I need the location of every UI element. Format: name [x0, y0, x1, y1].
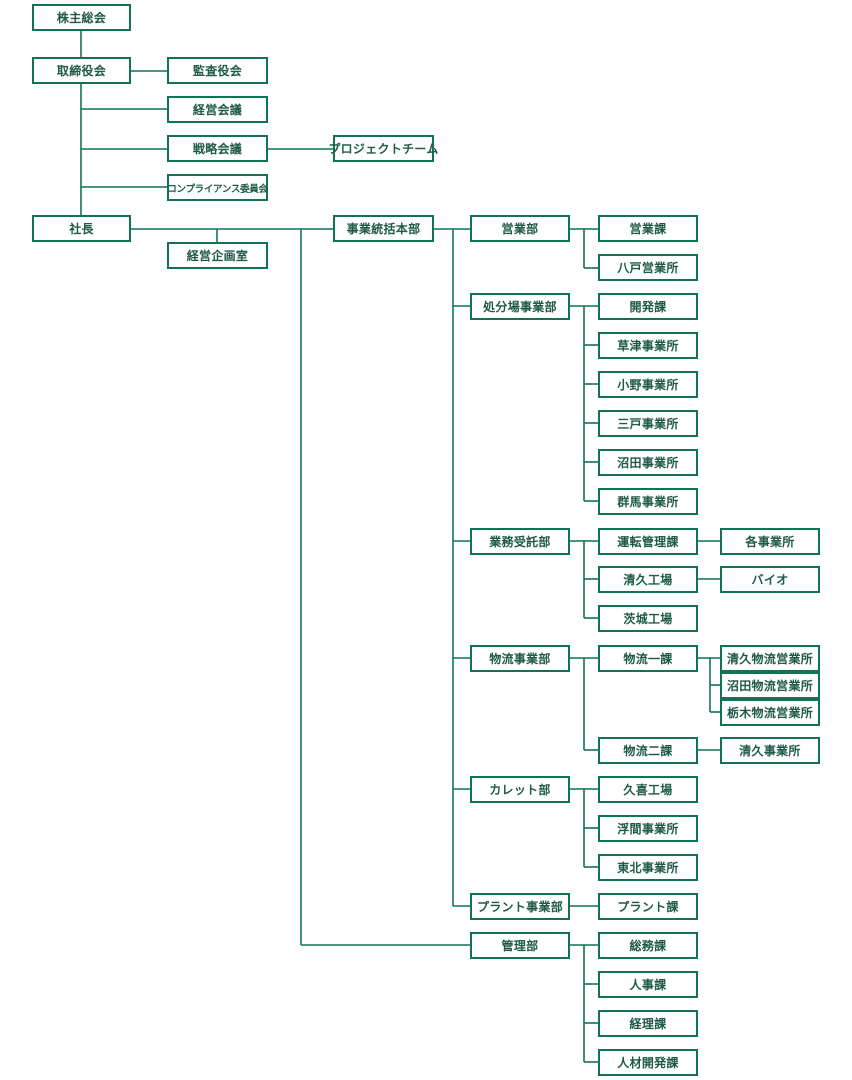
- general-affairs-box: 総務課: [598, 932, 698, 959]
- strategy-meeting-box: 戦略会議: [167, 135, 268, 162]
- each-office-box: 各事業所: [720, 528, 820, 555]
- tohoku-office-box: 東北事業所: [598, 854, 698, 881]
- kusatsu-box: 草津事業所: [598, 332, 698, 359]
- accounting-box: 経理課: [598, 1010, 698, 1037]
- logistics-1-box: 物流一課: [598, 645, 698, 672]
- auditors-box: 監査役会: [167, 57, 268, 84]
- admin-dept-box: 管理部: [470, 932, 570, 959]
- kiyoku-office-box: 清久事業所: [720, 737, 820, 764]
- plant-sec-box: プラント課: [598, 893, 698, 920]
- numata-logi-box: 沼田物流営業所: [720, 672, 820, 699]
- kuki-factory-box: 久喜工場: [598, 776, 698, 803]
- kiyoku-logi-box: 清久物流営業所: [720, 645, 820, 672]
- ono-box: 小野事業所: [598, 371, 698, 398]
- sales-dept-box: 営業部: [470, 215, 570, 242]
- gunma-box: 群馬事業所: [598, 488, 698, 515]
- compliance-box: コンプライアンス委員会: [167, 174, 268, 201]
- numata-box: 沼田事業所: [598, 449, 698, 476]
- kiyoku-factory-box: 清久工場: [598, 566, 698, 593]
- disposal-dept-box: 処分場事業部: [470, 293, 570, 320]
- hachinohe-box: 八戸営業所: [598, 254, 698, 281]
- plant-dept-box: プラント事業部: [470, 893, 570, 920]
- bio-box: バイオ: [720, 566, 820, 593]
- cullet-dept-box: カレット部: [470, 776, 570, 803]
- ibaraki-factory-box: 茨城工場: [598, 605, 698, 632]
- tochigi-logi-box: 栃木物流営業所: [720, 699, 820, 726]
- hr-box: 人事課: [598, 971, 698, 998]
- op-mgmt-sec-box: 運転管理課: [598, 528, 698, 555]
- sannohe-box: 三戸事業所: [598, 410, 698, 437]
- logistics-2-box: 物流二課: [598, 737, 698, 764]
- project-team-box: プロジェクトチーム: [328, 135, 438, 162]
- sales-sec-box: 営業課: [598, 215, 698, 242]
- talent-dev-box: 人材開発課: [598, 1049, 698, 1076]
- shareholders-box: 株主総会: [32, 4, 131, 31]
- dev-sec-box: 開発課: [598, 293, 698, 320]
- fuma-office-box: 浮間事業所: [598, 815, 698, 842]
- board-box: 取締役会: [32, 57, 131, 84]
- hq-box: 事業統括本部: [333, 215, 434, 242]
- contract-dept-box: 業務受託部: [470, 528, 570, 555]
- planning-office-box: 経営企画室: [167, 242, 268, 269]
- mgmt-meeting-box: 経営会議: [167, 96, 268, 123]
- logistics-dept-box: 物流事業部: [470, 645, 570, 672]
- president-box: 社長: [32, 215, 131, 242]
